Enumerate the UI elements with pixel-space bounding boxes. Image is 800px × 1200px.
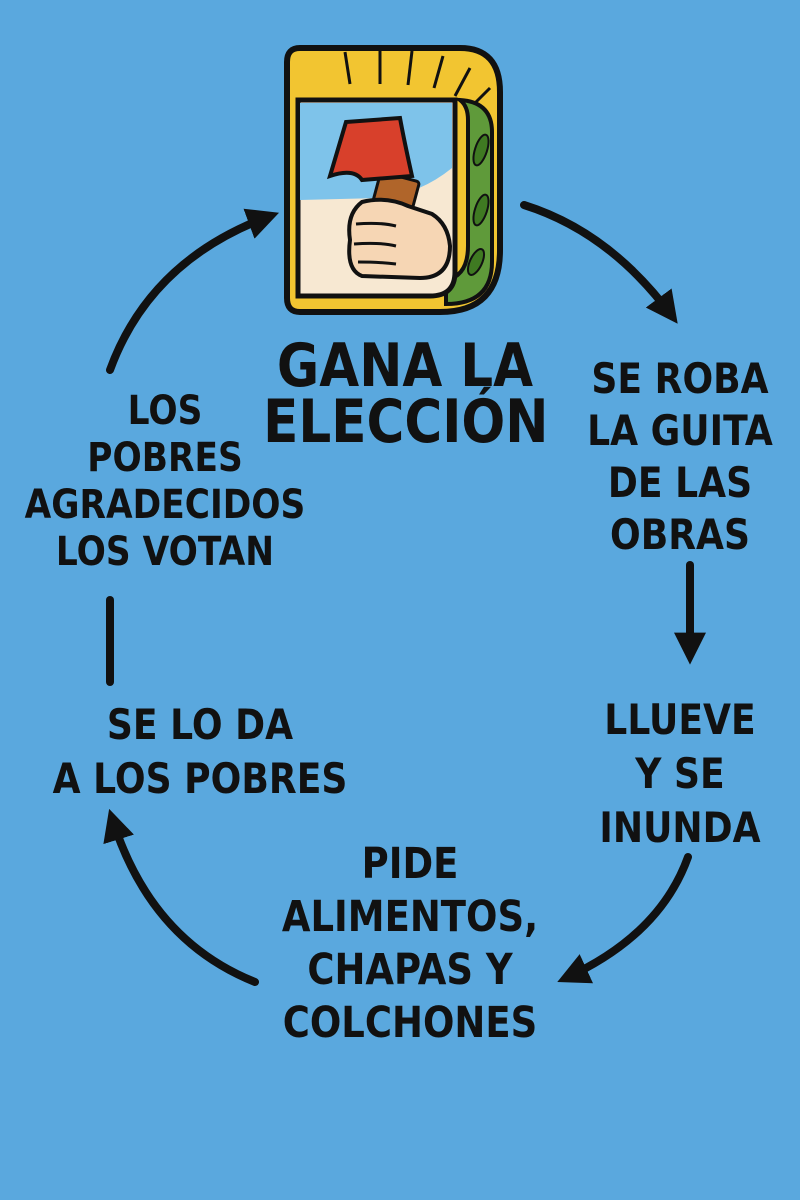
node-gana-la-eleccion: GANA LA ELECCIÓN — [263, 331, 549, 457]
node-los-pobres-votan: LOS POBRES AGRADECIDOS LOS VOTAN — [24, 388, 306, 575]
arrow-pide-to-dalo — [103, 808, 259, 986]
node-pide-alimentos: PIDE ALIMENTOS, CHAPAS Y COLCHONES — [281, 839, 539, 1048]
node-se-roba-la-guita: SE ROBA LA GUITA DE LAS OBRAS — [587, 354, 773, 559]
node-llueve-y-se-inunda: LLUEVE Y SE INUNDA — [599, 695, 761, 852]
arrow-gana-to-roba — [520, 201, 678, 324]
arrow-llueve-to-pide — [557, 853, 692, 984]
arrow-votan-to-gana — [106, 208, 280, 374]
node-se-lo-da-a-los-pobres: SE LO DA A LOS POBRES — [52, 700, 348, 803]
